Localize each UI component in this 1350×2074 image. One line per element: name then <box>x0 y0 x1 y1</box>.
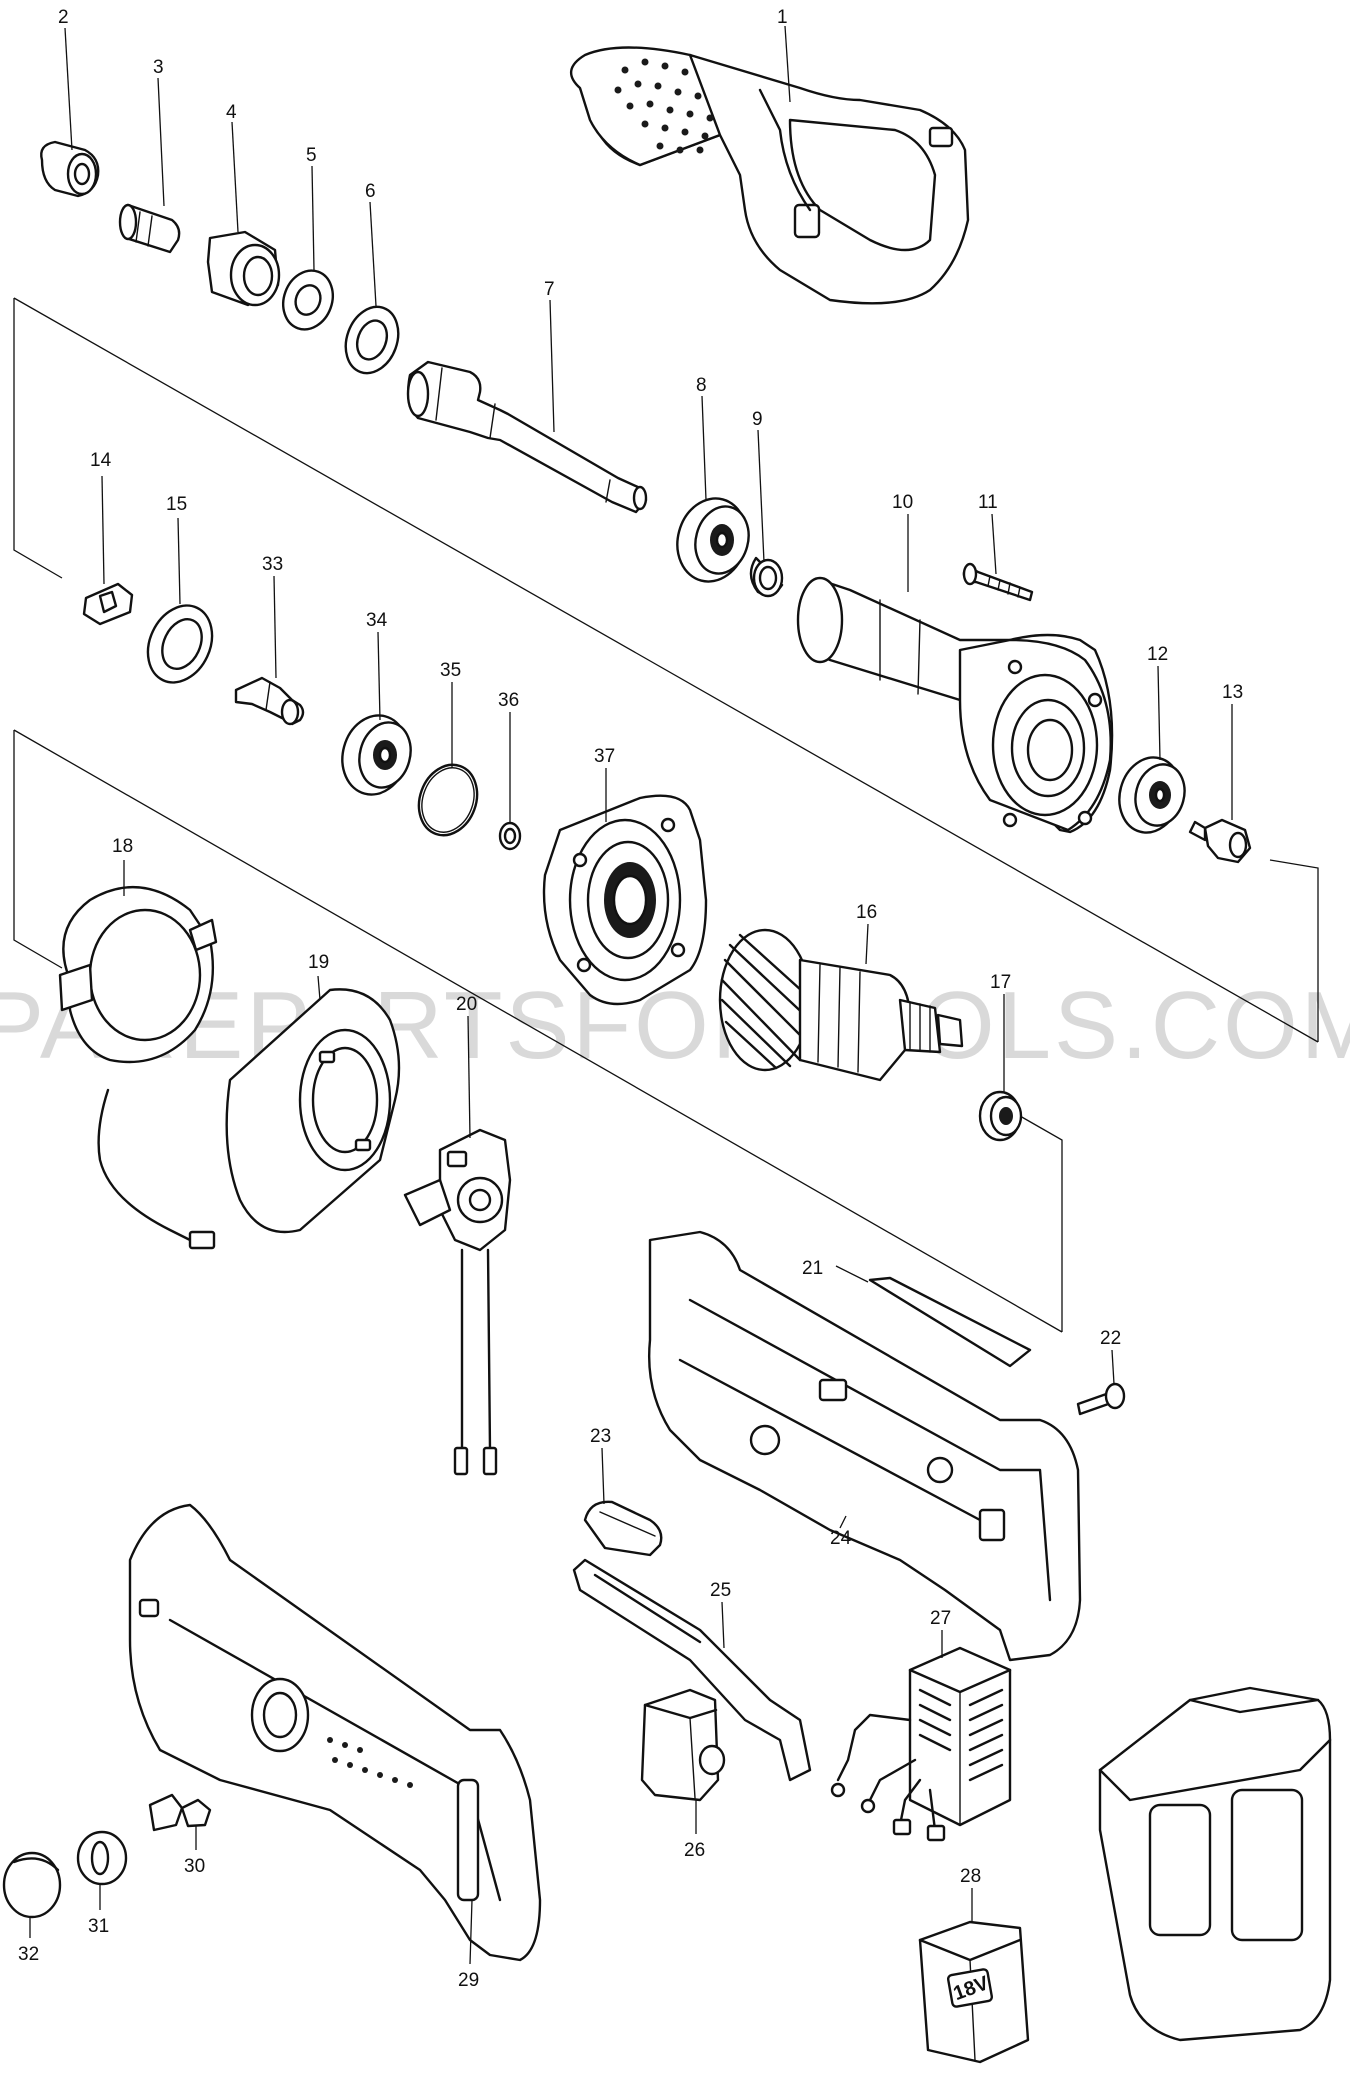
ball-bearing-icon <box>978 1090 1023 1142</box>
cap-icon <box>2 1851 62 1919</box>
part-number-label: 12 <box>1147 644 1168 665</box>
bearing-retainer-icon <box>542 794 708 1006</box>
part-number-label: 33 <box>262 554 283 575</box>
part-number-label: 16 <box>856 902 877 923</box>
o-ring-icon <box>417 763 479 837</box>
stator-icon <box>225 988 401 1234</box>
spindle-lock-icon <box>234 676 305 726</box>
leader-lines <box>29 25 1233 1965</box>
switch-icon <box>640 1688 726 1802</box>
terminal-cover-icon: 18V <box>918 1920 1030 2064</box>
part-number-label: 24 <box>830 1528 852 1549</box>
part-number-label: 30 <box>184 1856 205 1877</box>
switch-rod-icon <box>572 1558 812 1782</box>
switch-lever-icon <box>583 1500 663 1557</box>
part-number-label: 32 <box>18 1944 39 1965</box>
part-number-label: 19 <box>308 952 329 973</box>
part-number-label: 18 <box>112 836 133 857</box>
housing-set-right-icon <box>128 1503 542 1962</box>
name-plate-icon <box>868 1276 1032 1368</box>
collet-nut-icon <box>40 140 100 198</box>
retaining-ring-icon <box>498 821 522 851</box>
controller-icon <box>830 1646 1012 1842</box>
flat-washer-icon <box>344 305 400 375</box>
part-number-label: 21 <box>802 1258 823 1279</box>
part-number-label: 28 <box>960 1866 981 1887</box>
tapping-screw-icon <box>1076 1382 1126 1416</box>
lock-button-icon <box>148 1793 212 1832</box>
part-number-label: 34 <box>366 610 388 631</box>
part-number-label: 23 <box>590 1426 611 1447</box>
part-number-label: 17 <box>990 972 1011 993</box>
part-number-label: 27 <box>930 1608 951 1629</box>
watermark: PAREPARTSFORTOOLS.COM.A <box>0 972 1350 1079</box>
flat-washer-icon <box>146 604 214 684</box>
part-number-label: 9 <box>752 409 763 430</box>
part-number-label: 3 <box>153 57 164 78</box>
housing-set-left-icon <box>648 1230 1082 1662</box>
part-number-label: 29 <box>458 1970 479 1991</box>
armature-icon <box>718 928 964 1082</box>
part-number-label: 8 <box>696 375 707 396</box>
switch-unit-icon <box>403 1128 512 1476</box>
clip-icon <box>82 582 134 626</box>
sensor-insulator-icon <box>1188 818 1252 864</box>
part-number-label: 25 <box>710 1580 731 1601</box>
tapping-screw-icon <box>962 562 1034 602</box>
flat-washer-icon <box>282 269 334 331</box>
collet-icon <box>118 203 181 254</box>
part-number-label: 37 <box>594 746 615 767</box>
ball-bearing-icon <box>676 497 750 583</box>
battery-pack-icon <box>1098 1686 1332 2042</box>
part-number-label: 22 <box>1100 1328 1121 1349</box>
grip-housing-icon <box>570 46 970 305</box>
part-number-label: 5 <box>306 145 317 166</box>
part-number-label: 6 <box>365 181 376 202</box>
retaining-ring-icon <box>749 556 784 598</box>
part-number-label: 35 <box>440 660 461 681</box>
part-number-label: 14 <box>90 450 112 471</box>
part-number-label: 1 <box>777 7 788 28</box>
led-lens-icon <box>76 1830 128 1886</box>
part-number-label: 26 <box>684 1840 705 1861</box>
part-number-label: 15 <box>166 494 187 515</box>
bearing-box-nut-icon <box>206 230 281 307</box>
motor-housing-icon <box>796 576 1114 834</box>
ball-bearing-icon <box>341 714 412 796</box>
part-number-label: 31 <box>88 1916 109 1937</box>
part-number-label: 10 <box>892 492 913 513</box>
spindle-icon <box>406 360 648 514</box>
part-number-label: 11 <box>978 492 998 513</box>
part-number-label: 20 <box>456 994 477 1015</box>
part-number-label: 36 <box>498 690 519 711</box>
part-number-labels: 1 2 3 4 5 6 7 8 9 10 11 12 13 14 15 16 1… <box>18 7 1243 1991</box>
sensor-circuit-icon <box>58 885 218 1250</box>
part-number-label: 2 <box>58 7 69 28</box>
assembly-guide-lines <box>13 297 1319 1333</box>
part-number-label: 13 <box>1222 682 1243 703</box>
ball-bearing-icon <box>1118 756 1186 834</box>
part-number-label: 7 <box>544 279 555 300</box>
part-number-label: 4 <box>226 102 237 123</box>
